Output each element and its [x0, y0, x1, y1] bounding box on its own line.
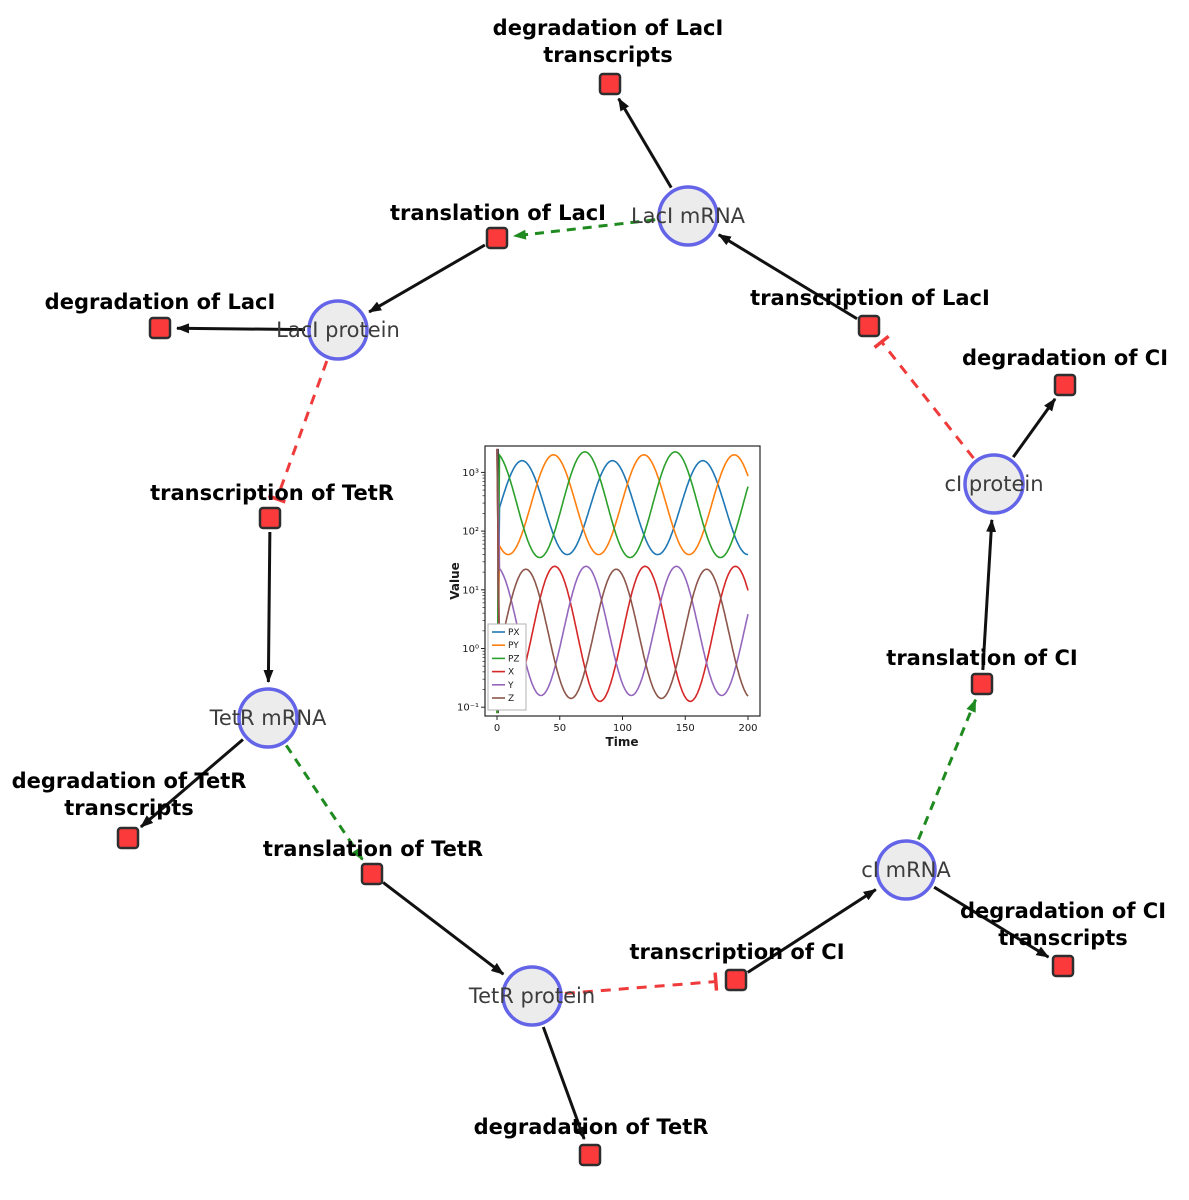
legend-label-z: Z [508, 694, 514, 704]
reaction-label-deg-laci-transcripts-line1: degradation of LacI [493, 16, 724, 40]
reaction-label-translation-laci-line1: translation of LacI [390, 201, 606, 225]
reaction-label-transcription-laci-line1: transcription of LacI [750, 286, 990, 310]
legend-label-px: PX [508, 628, 520, 638]
reaction-node-deg-laci-transcripts [598, 72, 622, 96]
reaction-label-transcription-tetr-line1: transcription of TetR [150, 481, 394, 505]
edge-modifier-laci-mrna-to-translation-laci [512, 218, 656, 240]
y-axis-title: Value [448, 562, 462, 600]
reaction-node-transcription-tetr [258, 506, 282, 530]
reaction-label-deg-tetr-line1: degradation of TetR [474, 1115, 709, 1139]
reaction-label-deg-laci-line1: degradation of LacI [45, 290, 276, 314]
species-label-tetr-protein: TetR protein [468, 984, 595, 1008]
nodes-layer [116, 72, 1077, 1167]
x-tick-label: 150 [676, 723, 695, 734]
species-node-tetr-mrna [237, 687, 299, 749]
edge-consumption-laci-protein-to-deg-laci [175, 323, 306, 334]
edge-consumption-ci-mrna-to-deg-ci-transcripts [933, 885, 1050, 959]
species-node-ci-protein [963, 453, 1025, 515]
series-curve-py [496, 453, 749, 714]
reaction-label-deg-laci-transcripts-line2: transcripts [543, 43, 673, 67]
species-label-laci-mrna: LacI mRNA [631, 204, 746, 228]
series-curve-z [496, 448, 749, 700]
series-curve-px [496, 459, 749, 714]
edge-inhibition-laci-protein-to-transcription-tetr [267, 360, 329, 504]
edge-consumption-tetr-protein-to-deg-tetr [541, 1026, 586, 1140]
reaction-label-deg-ci-transcripts-line2: transcripts [998, 926, 1128, 950]
series-curve-y [496, 448, 749, 697]
legend: PX PY PZ XYZ [487, 623, 527, 711]
edge-production-transcription-tetr-to-tetr-mrna [263, 531, 274, 684]
edge-consumption-laci-mrna-to-deg-laci-transcripts [617, 97, 673, 189]
reaction-node-translation-ci [970, 672, 994, 696]
reaction-node-transcription-laci [857, 314, 881, 338]
reaction-label-deg-ci-line1: degradation of CI [962, 346, 1168, 370]
edge-modifier-tetr-mrna-to-translation-tetr [285, 744, 364, 861]
reaction-node-deg-tetr [578, 1143, 602, 1167]
edge-production-translation-tetr-to-tetr-protein [382, 881, 505, 976]
x-tick-label: 200 [738, 723, 757, 734]
x-axis-title: Time [606, 735, 639, 749]
reaction-label-translation-ci-line1: translation of CI [886, 646, 1077, 670]
x-tick-label: 100 [613, 723, 632, 734]
reaction-label-deg-tetr-transcripts-line2: transcripts [64, 796, 194, 820]
reaction-node-translation-tetr [360, 862, 384, 886]
reaction-node-deg-ci-transcripts [1051, 954, 1075, 978]
curves-layer [496, 448, 749, 714]
legend-label-pz: PZ [508, 654, 520, 664]
legend-box [487, 623, 527, 711]
y-tick-label: 10² [462, 527, 479, 538]
axis-ticks: 0 50 100 150 200 10⁻¹ 10⁰ 10¹ 10² 10³ [457, 468, 758, 734]
y-tick-label: 10¹ [462, 585, 479, 596]
y-tick-label: 10³ [462, 468, 479, 479]
reaction-node-deg-tetr-transcripts [116, 826, 140, 850]
reaction-node-deg-laci [148, 316, 172, 340]
species-node-ci-mrna [875, 839, 937, 901]
species-label-laci-protein: LacI protein [276, 318, 400, 342]
edge-consumption-tetr-mrna-to-deg-tetr-transcripts [139, 738, 244, 829]
legend-label-py: PY [508, 641, 519, 651]
reaction-label-transcription-ci-line1: transcription of CI [629, 940, 844, 964]
reaction-label-deg-tetr-transcripts-line1: degradation of TetR [12, 769, 247, 793]
species-node-laci-mrna [657, 185, 719, 247]
reaction-node-translation-laci [485, 226, 509, 250]
edge-production-transcription-laci-to-laci-mrna [717, 233, 858, 321]
x-tick-label: 50 [553, 723, 566, 734]
reaction-label-translation-tetr-line1: translation of TetR [263, 837, 483, 861]
species-node-tetr-protein [501, 965, 563, 1027]
legend-label-y: Y [507, 681, 514, 691]
edge-inhibition-tetr-protein-to-transcription-ci [564, 972, 719, 995]
edge-production-transcription-ci-to-ci-mrna [746, 888, 877, 974]
edges-layer [139, 97, 1057, 1140]
reaction-label-deg-ci-transcripts-line1: degradation of CI [960, 899, 1166, 923]
edge-consumption-ci-protein-to-deg-ci [1012, 397, 1057, 459]
edge-production-translation-ci-to-ci-protein [981, 518, 997, 671]
species-node-laci-protein [307, 299, 369, 361]
species-label-ci-protein: cI protein [944, 472, 1043, 496]
species-label-ci-mrna: cI mRNA [861, 858, 951, 882]
y-tick-label: 10⁻¹ [457, 703, 479, 714]
species-label-tetr-mrna: TetR mRNA [209, 706, 327, 730]
reaction-node-transcription-ci [724, 968, 748, 992]
edge-production-translation-laci-to-laci-protein [368, 243, 486, 314]
edge-modifier-ci-mrna-to-translation-ci [917, 698, 977, 841]
y-tick-label: 10⁰ [462, 644, 479, 655]
series-curve-pz [496, 451, 749, 714]
edge-inhibition-ci-protein-to-transcription-laci [873, 334, 975, 460]
legend-label-x: X [508, 668, 514, 678]
reaction-node-deg-ci [1053, 373, 1077, 397]
x-tick-label: 0 [494, 723, 500, 734]
